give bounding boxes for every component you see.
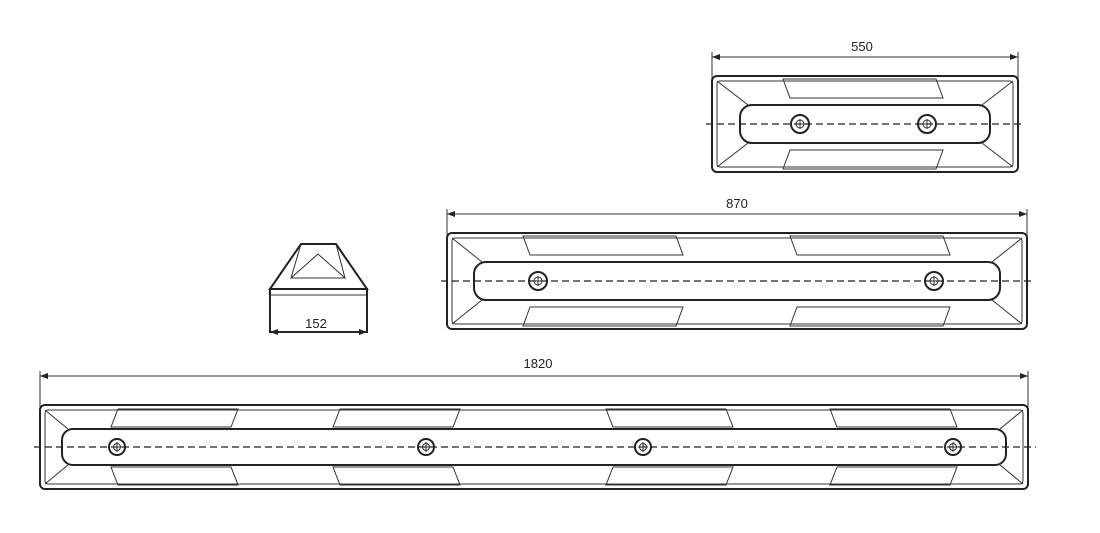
arrowhead — [712, 54, 720, 60]
reflector-strip — [789, 235, 951, 256]
arrowhead — [1019, 211, 1027, 217]
bevel-line — [981, 80, 1014, 106]
dimension-label-1820: 1820 — [524, 356, 553, 371]
bevel-line — [451, 237, 483, 263]
stopper-1820: 1820 — [34, 356, 1036, 490]
bolt-icon — [528, 271, 548, 291]
bevel-line — [999, 409, 1024, 430]
reflector-strip — [829, 408, 958, 428]
reflector-strip — [332, 408, 461, 428]
bevel-line — [44, 464, 69, 485]
bolt-icon — [417, 438, 435, 456]
bolt-icon — [634, 438, 652, 456]
profile-line — [335, 243, 346, 279]
dimension-label-152: 152 — [305, 316, 327, 331]
stopper-profile: 152 — [268, 243, 369, 335]
stopper-870: 870 — [441, 196, 1033, 330]
dimension-label-550: 550 — [851, 39, 873, 54]
bevel-line — [981, 142, 1014, 168]
reflector-strip — [829, 466, 958, 486]
profile-outline — [268, 243, 369, 290]
reflector-strip — [522, 235, 684, 256]
bevel-line — [716, 80, 749, 106]
bolt-icon — [924, 271, 944, 291]
bevel-line — [44, 409, 69, 430]
arrowhead — [359, 329, 367, 335]
reflector-strip — [522, 306, 684, 327]
arrowhead — [1020, 373, 1028, 379]
bevel-line — [991, 237, 1023, 263]
stopper-550: 550 — [706, 39, 1025, 173]
bolt-icon — [108, 438, 126, 456]
reflector-strip — [605, 466, 734, 486]
bevel-line — [716, 142, 749, 168]
arrowhead — [40, 373, 48, 379]
dimension-label-870: 870 — [726, 196, 748, 211]
reflector-strip — [110, 408, 239, 428]
reflector-strip — [782, 149, 944, 170]
bolt-icon — [944, 438, 962, 456]
bevel-line — [999, 464, 1024, 485]
bolt-icon — [790, 114, 810, 134]
reflector-strip — [789, 306, 951, 327]
reflector-strip — [782, 78, 944, 99]
bolt-icon — [917, 114, 937, 134]
bevel-line — [991, 299, 1023, 325]
arrowhead — [270, 329, 278, 335]
profile-cavity — [289, 253, 347, 279]
profile-line — [290, 243, 302, 279]
reflector-strip — [332, 466, 461, 486]
bevel-line — [451, 299, 483, 325]
reflector-strip — [110, 466, 239, 486]
arrowhead — [1010, 54, 1018, 60]
reflector-strip — [605, 408, 734, 428]
arrowhead — [447, 211, 455, 217]
